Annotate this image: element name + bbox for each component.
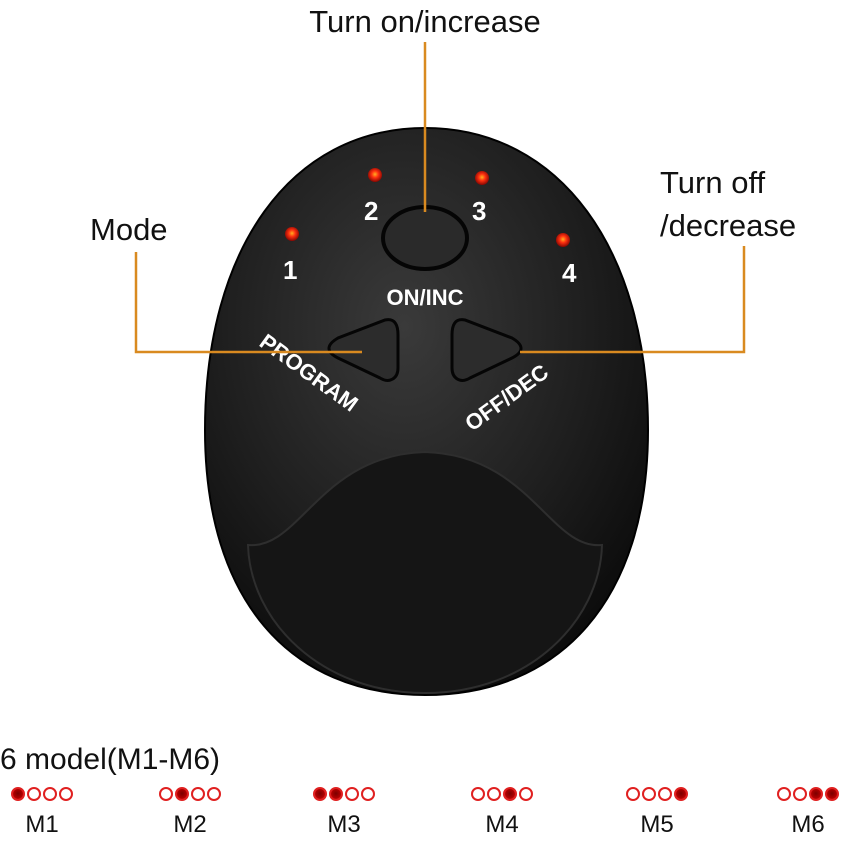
led-off-icon [471,787,485,801]
mode-led-pattern [758,785,850,803]
mode-m3: M3 [294,785,394,839]
led-on-icon [11,787,25,801]
mode-m2: M2 [140,785,240,839]
callout-decrease: /decrease [660,208,796,243]
mode-label: M1 [25,811,59,838]
mode-label: M6 [791,811,825,838]
led-2 [368,168,382,182]
callout-turn-off: Turn off [660,165,765,200]
mode-label: M4 [485,811,519,838]
led-on-icon [313,787,327,801]
on-inc-label: ON/INC [387,285,464,310]
led-label-3: 3 [472,196,486,226]
mode-led-pattern [140,785,240,803]
mode-m6: M6 [758,785,850,839]
led-on-icon [175,787,189,801]
led-off-icon [207,787,221,801]
led-on-icon [809,787,823,801]
led-1 [285,227,299,241]
led-off-icon [793,787,807,801]
led-label-4: 4 [562,258,577,288]
led-on-icon [329,787,343,801]
led-on-icon [825,787,839,801]
led-4 [556,233,570,247]
mode-label: M3 [327,811,361,838]
mode-led-pattern [607,785,707,803]
mode-m5: M5 [607,785,707,839]
leader-right [520,246,746,354]
off-dec-button[interactable] [450,318,523,382]
led-off-icon [642,787,656,801]
led-on-icon [674,787,688,801]
led-off-icon [345,787,359,801]
led-off-icon [27,787,41,801]
led-off-icon [59,787,73,801]
mode-m1: M1 [0,785,92,839]
device-cover [246,450,604,695]
led-off-icon [658,787,672,801]
led-on-icon [503,787,517,801]
mode-legend: M1 M2 M3 M4 M5 M6 [0,785,850,845]
led-off-icon [487,787,501,801]
mode-led-pattern [0,785,92,803]
led-off-icon [777,787,791,801]
mode-label: M2 [173,811,207,838]
mode-label: M5 [640,811,674,838]
led-off-icon [361,787,375,801]
callout-mode: Mode [90,212,168,247]
leader-lines [134,42,746,354]
led-off-icon [519,787,533,801]
program-button[interactable] [327,318,400,382]
modes-title: 6 model(M1-M6) [0,743,221,776]
on-inc-button[interactable] [381,205,469,271]
led-off-icon [159,787,173,801]
mode-led-pattern [452,785,552,803]
led-off-icon [43,787,57,801]
led-3 [475,171,489,185]
mode-m4: M4 [452,785,552,839]
led-off-icon [191,787,205,801]
led-off-icon [626,787,640,801]
leader-left [134,252,362,354]
mode-led-pattern [294,785,394,803]
led-label-1: 1 [283,255,297,285]
led-label-2: 2 [364,196,378,226]
callout-turn-on-increase: Turn on/increase [309,4,540,39]
